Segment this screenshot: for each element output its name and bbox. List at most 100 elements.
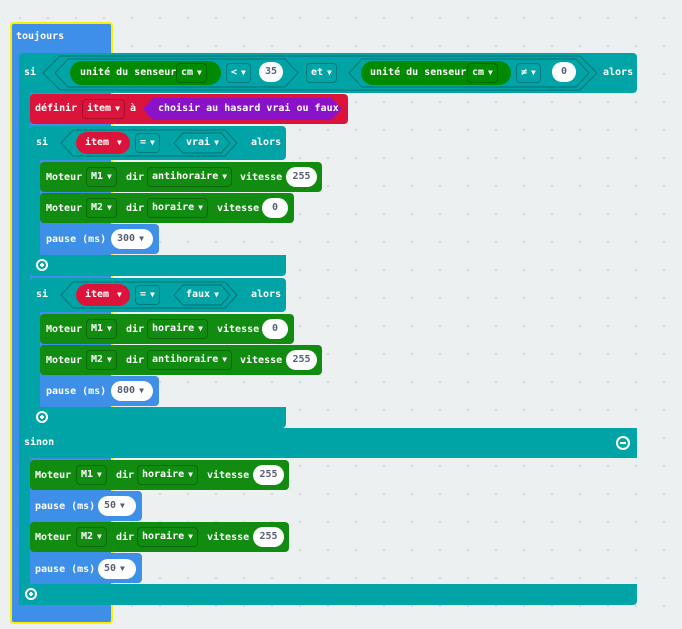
chevron-down-icon: ▼ xyxy=(117,290,122,299)
if-true-header[interactable] xyxy=(30,126,286,160)
if-false-spine xyxy=(30,310,40,410)
if-true-pause-label: pause (ms) xyxy=(46,234,107,245)
sensor2-unit-dropdown[interactable]: cm▼ xyxy=(467,63,498,83)
else-motor2-speed-input[interactable]: 255 xyxy=(253,527,284,547)
chevron-down-icon: ▼ xyxy=(139,386,144,395)
if-false-header[interactable] xyxy=(30,278,286,312)
else-motor2-dir-value: horaire xyxy=(142,531,185,542)
chevron-down-icon: ▼ xyxy=(97,470,102,479)
sensor1-unit-dropdown[interactable]: cm▼ xyxy=(176,63,207,83)
set-variable-a-label: à xyxy=(130,103,137,114)
if-true-motor2-speed-label: vitesse xyxy=(217,203,260,214)
else-pause1-value: 50 xyxy=(104,500,117,511)
if-false-motor1-block[interactable] xyxy=(40,314,294,344)
else-motor2-dir-dropdown[interactable]: horaire▼ xyxy=(137,527,198,547)
sensor1-unit-value: cm xyxy=(181,67,194,78)
op2-dropdown[interactable]: ≠▼ xyxy=(516,63,541,83)
else-motor1-label: Moteur xyxy=(35,470,72,481)
if-false-motor2-label: Moteur xyxy=(46,355,83,366)
chevron-down-icon: ▼ xyxy=(214,290,219,299)
set-variable-var-dropdown[interactable]: item▼ xyxy=(82,99,125,119)
set-variable-var-value: item xyxy=(87,103,112,114)
if-true-var-value: item xyxy=(85,137,110,148)
if-true-motor2-block[interactable] xyxy=(40,193,294,223)
chevron-down-icon: ▼ xyxy=(107,203,112,212)
if-true-motor1-motor-value: M1 xyxy=(91,171,104,182)
if-true-pause-input[interactable]: 300▼ xyxy=(111,229,153,249)
if-false-add-icon[interactable] xyxy=(36,411,48,423)
else-pause1-input[interactable]: 50▼ xyxy=(98,496,136,516)
if-false-motor1-speed-label: vitesse xyxy=(217,324,260,335)
else-motor2-dir-label: dir xyxy=(116,532,135,543)
if-false-motor1-label: Moteur xyxy=(46,324,83,335)
if-true-bool-value[interactable] xyxy=(173,132,231,154)
and-value: et xyxy=(311,67,324,78)
if-true-spine xyxy=(30,158,40,258)
if-false-motor1-motor-value: M1 xyxy=(91,323,104,334)
else-pause2-input[interactable]: 50▼ xyxy=(98,559,136,579)
else-motor1-motor-dropdown[interactable]: M1▼ xyxy=(76,465,107,485)
if-main-add-icon[interactable] xyxy=(25,588,37,600)
if-true-var-reporter[interactable] xyxy=(76,132,130,154)
if-false-bool-value[interactable] xyxy=(173,284,231,306)
if-true-motor2-dir-label: dir xyxy=(126,203,145,214)
and-dropdown[interactable]: et▼ xyxy=(306,63,337,83)
chevron-down-icon: ▼ xyxy=(117,138,122,147)
op1-dropdown[interactable]: <▼ xyxy=(226,63,251,83)
if-true-motor2-speed-input[interactable]: 0 xyxy=(262,198,288,218)
random-bool-reporter[interactable] xyxy=(143,98,342,120)
if-true-add-icon[interactable] xyxy=(36,259,48,271)
if-true-pause-value: 300 xyxy=(117,233,136,244)
else-motor1-speed-input[interactable]: 255 xyxy=(253,465,284,485)
chevron-down-icon: ▼ xyxy=(488,68,493,77)
chevron-down-icon: ▼ xyxy=(198,203,203,212)
else-motor2-motor-dropdown[interactable]: M2▼ xyxy=(76,527,107,547)
if-true-motor2-motor-dropdown[interactable]: M2▼ xyxy=(86,198,117,218)
sensor2-reporter[interactable] xyxy=(361,61,511,85)
remove-else-icon[interactable] xyxy=(616,436,630,450)
if-false-motor2-speed-input[interactable]: 255 xyxy=(286,350,317,370)
chevron-down-icon: ▼ xyxy=(531,68,536,77)
if-false-op-dropdown[interactable]: =▼ xyxy=(135,285,160,305)
chevron-down-icon: ▼ xyxy=(115,104,120,113)
sensor1-reporter[interactable] xyxy=(70,61,221,85)
else-motor1-block[interactable] xyxy=(30,460,289,490)
if-false-motor1-motor-dropdown[interactable]: M1▼ xyxy=(86,319,117,339)
forever-label: toujours xyxy=(16,31,65,42)
if-false-var-value: item xyxy=(85,289,110,300)
if-true-motor2-dir-dropdown[interactable]: horaire▼ xyxy=(147,198,208,218)
if-false-pause-label: pause (ms) xyxy=(46,386,107,397)
if-true-alors-label: alors xyxy=(251,137,282,148)
if-false-bool-text: faux xyxy=(186,289,211,300)
if-false-motor2-dir-dropdown[interactable]: antihoraire▼ xyxy=(147,350,233,370)
else-bar[interactable] xyxy=(19,428,637,458)
chevron-down-icon: ▼ xyxy=(120,564,125,573)
else-motor1-motor-value: M1 xyxy=(81,469,94,480)
and-hexagon-outline xyxy=(42,55,598,91)
if-false-motor2-dir-value: antihoraire xyxy=(152,354,219,365)
if-true-motor1-speed-input[interactable]: 255 xyxy=(286,167,317,187)
chevron-down-icon: ▼ xyxy=(120,501,125,510)
if-main-si-label: si xyxy=(24,67,37,78)
if-true-bool-text: vrai xyxy=(186,137,211,148)
chevron-down-icon: ▼ xyxy=(150,138,155,147)
value1-input[interactable]: 35 xyxy=(259,62,283,82)
value2-input[interactable]: 0 xyxy=(552,62,576,82)
if-false-motor2-motor-value: M2 xyxy=(91,354,104,365)
else-motor2-block[interactable] xyxy=(30,522,289,552)
else-label: sinon xyxy=(24,437,55,448)
if-main-spine xyxy=(19,90,30,605)
if-true-op-value: = xyxy=(140,137,147,148)
else-motor1-dir-dropdown[interactable]: horaire▼ xyxy=(137,465,198,485)
if-false-pause-input[interactable]: 800▼ xyxy=(111,381,153,401)
if-false-motor1-speed-input[interactable]: 0 xyxy=(262,319,288,339)
if-true-motor1-dir-label: dir xyxy=(126,172,145,183)
chevron-down-icon: ▼ xyxy=(241,68,246,77)
if-false-motor1-dir-dropdown[interactable]: horaire▼ xyxy=(147,319,208,339)
else-motor2-speed-label: vitesse xyxy=(207,532,250,543)
if-false-var-reporter[interactable] xyxy=(76,284,130,306)
if-true-op-dropdown[interactable]: =▼ xyxy=(135,133,160,153)
if-true-motor1-dir-dropdown[interactable]: antihoraire▼ xyxy=(147,167,233,187)
if-true-motor1-motor-dropdown[interactable]: M1▼ xyxy=(86,167,117,187)
if-false-motor2-motor-dropdown[interactable]: M2▼ xyxy=(86,350,117,370)
